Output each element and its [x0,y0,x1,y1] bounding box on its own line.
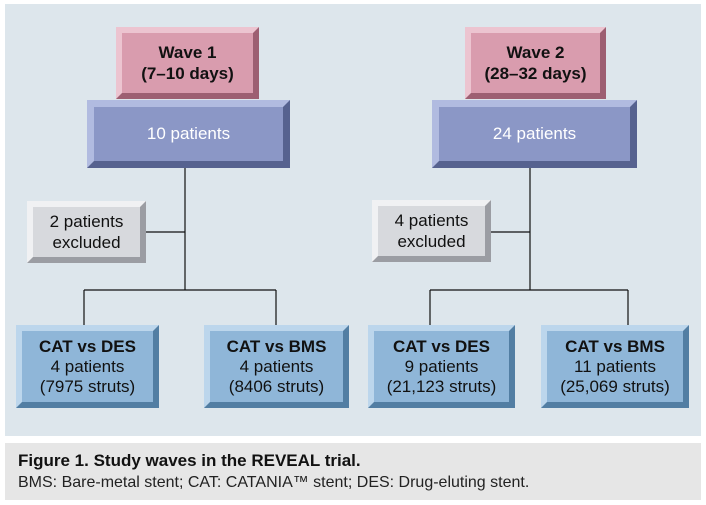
wave1-excluded-line1: 2 patients [49,212,124,231]
wave2-excluded-box: 4 patients excluded [372,200,491,262]
wave2-patients-box: 24 patients [432,100,637,168]
wave1-arm-des-box: CAT vs DES 4 patients (7975 struts) [16,325,159,408]
wave2-arm-des-title: CAT vs DES [393,336,490,356]
wave2-arm-bms-box: CAT vs BMS 11 patients (25,069 struts) [541,325,689,408]
wave2-label: Wave 2 [506,43,565,62]
wave1-duration: (7–10 days) [141,64,234,83]
wave1-arm-des-title: CAT vs DES [39,336,136,356]
wave1-arm-bms-patients: 4 patients [239,356,314,376]
wave2-duration: (28–32 days) [484,64,587,83]
wave2-arm-des-patients: 9 patients [404,356,479,376]
caption-title: Figure 1. Study waves in the REVEAL tria… [18,451,361,470]
wave1-arm-des-patients: 4 patients [50,356,125,376]
wave1-arm-bms-box: CAT vs BMS 4 patients (8406 struts) [204,325,349,408]
wave1-excluded-line2: excluded [52,233,121,252]
wave2-arm-bms-title: CAT vs BMS [565,336,665,356]
wave2-box: Wave 2 (28–32 days) [465,27,606,99]
wave1-patients-box: 10 patients [87,100,290,168]
wave2-patients-label: 24 patients [492,124,577,143]
wave1-arm-des-struts: (7975 struts) [39,376,136,396]
wave1-arm-bms-struts: (8406 struts) [228,376,325,396]
wave1-patients-label: 10 patients [146,124,231,143]
wave2-arm-des-box: CAT vs DES 9 patients (21,123 struts) [368,325,515,408]
wave2-excluded-line2: excluded [397,232,466,251]
wave2-arm-bms-patients: 11 patients [574,356,656,376]
wave2-excluded-line1: 4 patients [394,211,469,230]
wave2-arm-des-struts: (21,123 struts) [386,376,497,396]
wave1-excluded-box: 2 patients excluded [27,201,146,263]
figure-caption: Figure 1. Study waves in the REVEAL tria… [5,443,701,500]
wave2-arm-bms-struts: (25,069 struts) [560,376,670,396]
wave1-arm-bms-title: CAT vs BMS [226,336,327,356]
wave1-box: Wave 1 (7–10 days) [116,27,259,99]
wave1-label: Wave 1 [158,43,217,62]
caption-note: BMS: Bare-metal stent; CAT: CATANIA™ ste… [18,474,530,491]
